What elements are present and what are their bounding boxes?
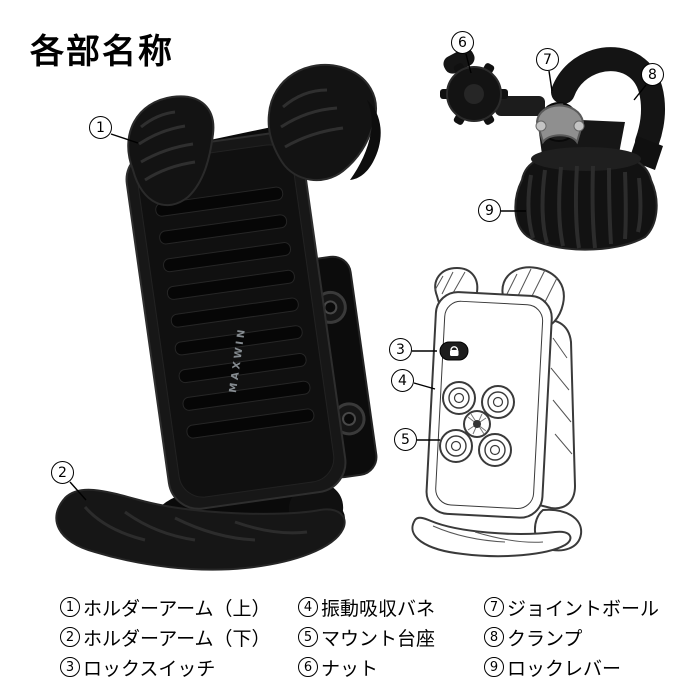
callout-bubble-2: 2 <box>51 461 74 484</box>
legend-item-1: 1 ホルダーアーム（上） <box>60 592 271 622</box>
legend-number-3: 3 <box>60 657 80 677</box>
clamp-assembly-illustration <box>425 30 695 260</box>
callout-bubble-5: 5 <box>394 428 417 451</box>
vibration-springs <box>439 381 515 467</box>
legend-column-3: 7 ジョイントボール 8 クランプ 9 ロックレバー <box>484 592 659 682</box>
lock-lever-bell <box>514 147 658 251</box>
legend-label-7: ジョイントボール <box>507 597 660 620</box>
callout-bubble-3: 3 <box>389 338 412 361</box>
legend-label-3: ロックスイッチ <box>83 657 216 680</box>
legend-item-6: 6 ナット <box>298 652 435 682</box>
legend-item-7: 7 ジョイントボール <box>484 592 659 622</box>
rear-view-line-drawing <box>385 258 615 568</box>
legend-label-4: 振動吸収バネ <box>321 597 436 620</box>
legend-item-9: 9 ロックレバー <box>484 652 659 682</box>
main-holder-drawing <box>55 63 381 571</box>
page-title: 各部名称 <box>30 32 174 72</box>
legend-item-8: 8 クランプ <box>484 622 659 652</box>
callout-bubble-8: 8 <box>641 63 664 86</box>
legend-label-5: マウント台座 <box>321 627 436 650</box>
legend-item-3: 3 ロックスイッチ <box>60 652 271 682</box>
callout-bubble-7: 7 <box>536 48 559 71</box>
legend-label-8: クランプ <box>507 627 583 650</box>
legend-item-5: 5 マウント台座 <box>298 622 435 652</box>
legend-number-2: 2 <box>60 627 80 647</box>
legend-number-4: 4 <box>298 597 318 617</box>
legend-item-4: 4 振動吸収バネ <box>298 592 435 622</box>
legend-number-1: 1 <box>60 597 80 617</box>
legend-item-2: 2 ホルダーアーム（下） <box>60 622 271 652</box>
legend-column-2: 4 振動吸収バネ 5 マウント台座 6 ナット <box>298 592 435 682</box>
parts-legend: 1 ホルダーアーム（上） 2 ホルダーアーム（下） 3 ロックスイッチ 4 振動… <box>0 592 700 692</box>
callout-bubble-4: 4 <box>391 369 414 392</box>
legend-label-2: ホルダーアーム（下） <box>83 627 271 650</box>
legend-label-6: ナット <box>321 657 379 680</box>
callout-bubble-6: 6 <box>451 31 474 54</box>
legend-number-5: 5 <box>298 627 318 647</box>
legend-number-8: 8 <box>484 627 504 647</box>
clamp-arm <box>551 47 665 154</box>
legend-number-7: 7 <box>484 597 504 617</box>
legend-label-9: ロックレバー <box>507 657 622 680</box>
legend-number-6: 6 <box>298 657 318 677</box>
lock-switch <box>439 341 469 361</box>
rear-view-outline <box>411 266 583 558</box>
callout-bubble-9: 9 <box>478 199 501 222</box>
legend-number-9: 9 <box>484 657 504 677</box>
callout-bubble-1: 1 <box>89 116 112 139</box>
clamp-assembly-drawing <box>440 47 665 251</box>
main-holder-illustration: MAXWIN <box>45 52 385 572</box>
legend-column-1: 1 ホルダーアーム（上） 2 ホルダーアーム（下） 3 ロックスイッチ <box>60 592 271 682</box>
legend-label-1: ホルダーアーム（上） <box>83 597 271 620</box>
mount-base-knob <box>463 410 491 438</box>
nut-knob <box>440 63 508 125</box>
